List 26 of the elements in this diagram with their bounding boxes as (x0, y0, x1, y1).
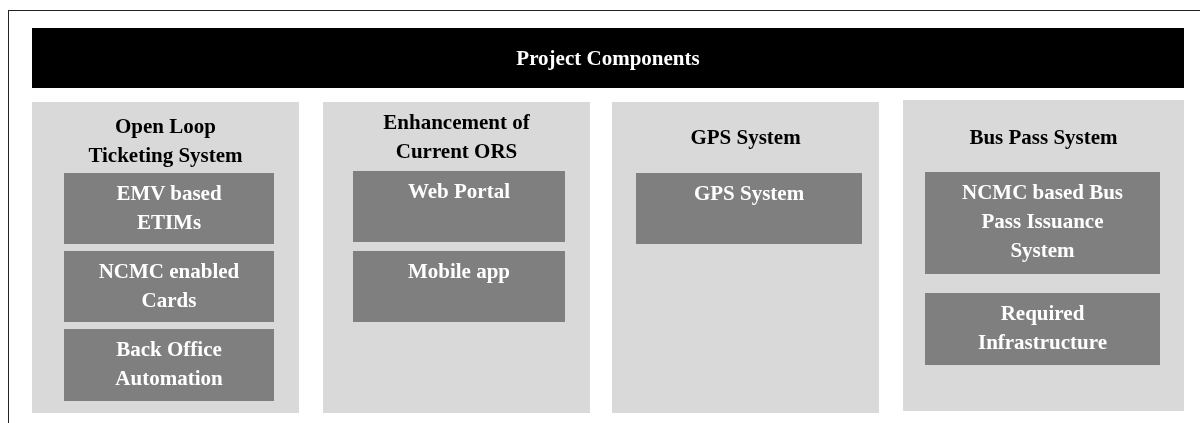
component-label: Web Portal (406, 178, 512, 205)
component-label: Mobile app (406, 258, 512, 285)
component-box (64, 329, 274, 401)
component-box (636, 173, 862, 244)
component-label: GPS System (692, 180, 806, 207)
component-box (925, 293, 1160, 365)
banner-title: Project Components (516, 45, 700, 71)
component-box (353, 171, 565, 242)
component-label: Back Office Automation (114, 336, 224, 392)
category-panel (612, 102, 879, 413)
component-box (925, 172, 1160, 274)
title-banner (32, 28, 1184, 88)
component-label: Required Infrastructure (976, 300, 1109, 356)
component-label: EMV based ETIMs (115, 180, 223, 236)
component-box (64, 251, 274, 322)
category-panel (32, 102, 299, 413)
component-box (353, 251, 565, 322)
panel-heading: Open Loop Ticketing System (87, 113, 244, 169)
category-panel (323, 102, 590, 413)
component-label: NCMC enabled Cards (97, 258, 241, 314)
panel-heading: Enhancement of Current ORS (382, 109, 531, 165)
component-label: NCMC based Bus Pass Issuance System (961, 179, 1124, 264)
panel-heading: Bus Pass System (968, 124, 1119, 151)
panel-heading: GPS System (689, 124, 802, 151)
category-panel (903, 100, 1184, 411)
component-box (64, 173, 274, 244)
